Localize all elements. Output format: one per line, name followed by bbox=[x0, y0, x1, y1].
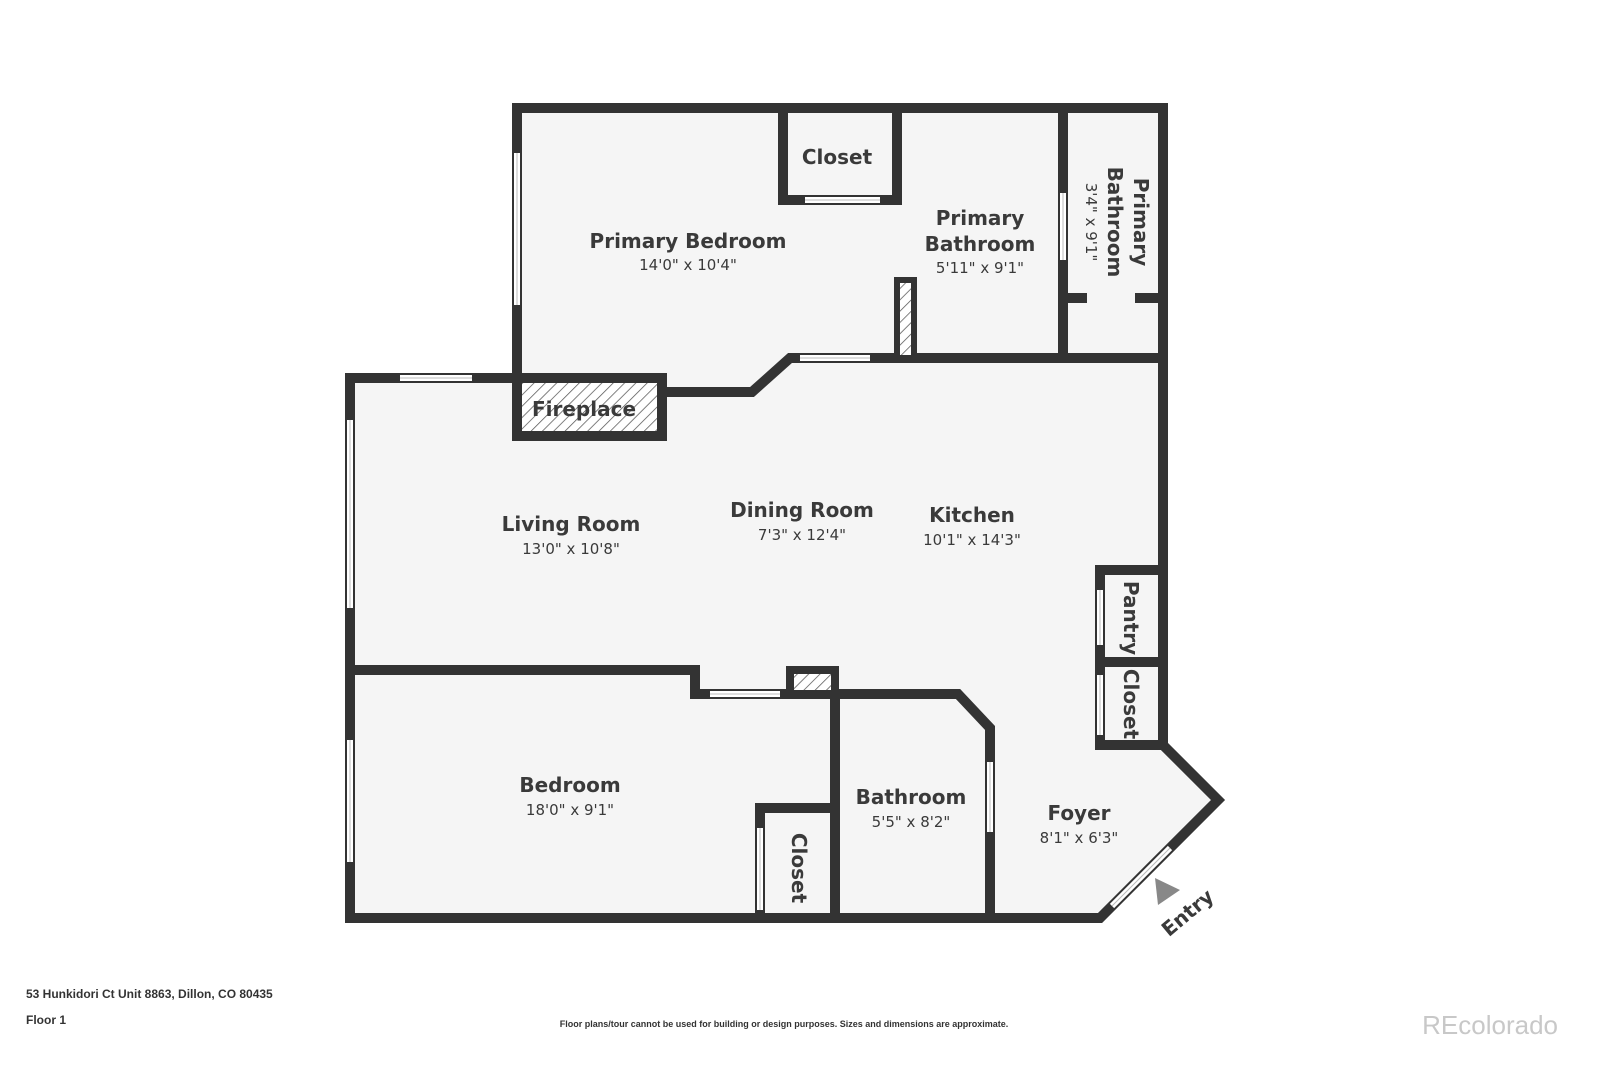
room-dims-living-room: 13'0" x 10'8" bbox=[522, 540, 620, 558]
room-dims-primary-bedroom: 14'0" x 10'4" bbox=[639, 256, 737, 274]
room-dims-primary-bathroom: 5'11" x 9'1" bbox=[936, 259, 1024, 277]
room-name-primary-bathroom-small-2: Bathroom bbox=[1103, 167, 1127, 278]
room-dims-bathroom: 5'5" x 8'2" bbox=[872, 813, 951, 831]
room-name-dining-room: Dining Room bbox=[730, 498, 874, 522]
chimney-column bbox=[894, 277, 917, 361]
brand-logo: REcolorado bbox=[1422, 1010, 1558, 1040]
room-name-primary-bedroom: Primary Bedroom bbox=[590, 229, 787, 253]
room-name-closet-bedroom: Closet bbox=[787, 833, 811, 904]
room-name-bedroom: Bedroom bbox=[519, 773, 620, 797]
room-name-closet-top: Closet bbox=[802, 145, 873, 169]
room-dims-kitchen: 10'1" x 14'3" bbox=[923, 531, 1021, 549]
fireplace-label: Fireplace bbox=[532, 397, 636, 421]
room-name-primary-bathroom-1: Primary bbox=[936, 206, 1025, 230]
room-name-foyer: Foyer bbox=[1047, 801, 1110, 825]
windows bbox=[347, 153, 1173, 910]
floor-area bbox=[350, 108, 1218, 918]
entry-arrow-icon bbox=[1155, 878, 1180, 905]
column bbox=[786, 666, 839, 698]
floor-label: Floor 1 bbox=[26, 1013, 67, 1027]
room-name-kitchen: Kitchen bbox=[929, 503, 1015, 527]
disclaimer: Floor plans/tour cannot be used for buil… bbox=[559, 1019, 1009, 1029]
room-name-primary-bathroom-2: Bathroom bbox=[925, 232, 1036, 256]
fireplace bbox=[512, 373, 667, 441]
room-dims-primary-bathroom-small: 3'4" x 9'1" bbox=[1082, 183, 1100, 262]
room-dims-foyer: 8'1" x 6'3" bbox=[1040, 829, 1119, 847]
room-name-living-room: Living Room bbox=[502, 512, 641, 536]
address: 53 Hunkidori Ct Unit 8863, Dillon, CO 80… bbox=[26, 987, 273, 1001]
room-dims-dining-room: 7'3" x 12'4" bbox=[758, 526, 846, 544]
room-name-bathroom: Bathroom bbox=[856, 785, 967, 809]
room-name-pantry: Pantry bbox=[1119, 581, 1143, 655]
room-dims-bedroom: 18'0" x 9'1" bbox=[526, 801, 614, 819]
room-name-primary-bathroom-small-1: Primary bbox=[1129, 178, 1153, 267]
room-name-closet-kitchen: Closet bbox=[1119, 669, 1143, 740]
